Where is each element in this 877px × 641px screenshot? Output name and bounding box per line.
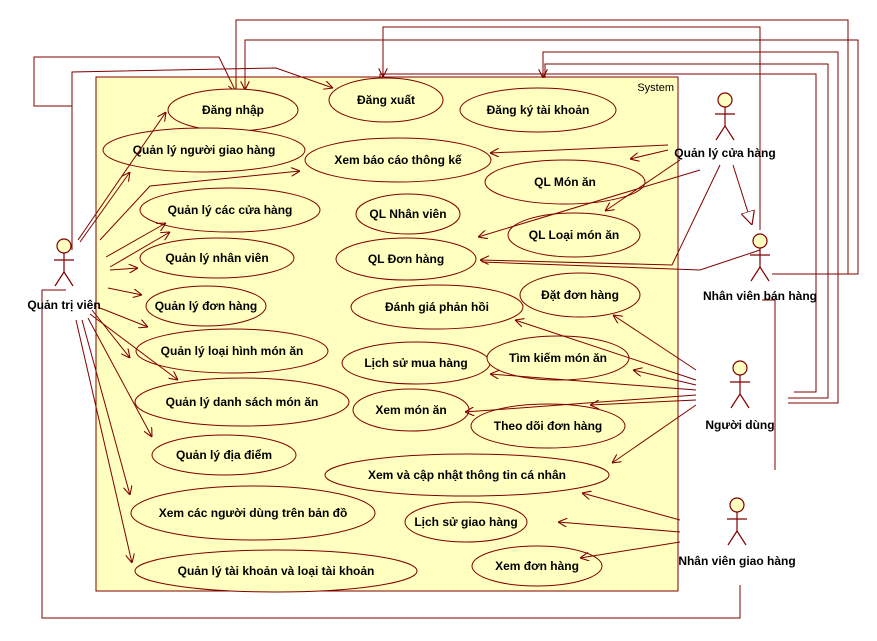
use-case-ellipse	[324, 453, 610, 497]
use-case-view-orders: Xem đơn hàng	[471, 545, 603, 587]
actor-admin: Quản trị viên	[27, 238, 101, 312]
use-case-ellipse	[102, 127, 306, 173]
use-case-ql-place: Quản lý địa điểm	[151, 434, 297, 476]
use-case-ql-nv: QL Nhân viên	[355, 193, 461, 235]
use-case-label: Quản lý tài khoản và loại tài khoản	[178, 564, 375, 578]
use-case-ql-loaihinh: Quản lý loại hình món ăn	[135, 328, 329, 374]
use-case-ellipse	[459, 87, 617, 133]
use-case-label: Xem và cập nhật thông tin cá nhân	[368, 468, 566, 482]
use-case-label: Lịch sử mua hàng	[364, 356, 467, 370]
use-case-logout: Đăng xuất	[328, 77, 444, 123]
use-case-label: Quản lý người giao hàng	[133, 143, 276, 157]
use-case-ql-shipper: Quản lý người giao hàng	[102, 127, 306, 173]
use-case-ellipse	[134, 549, 418, 593]
use-case-ellipse	[130, 485, 376, 541]
use-case-ellipse	[507, 212, 641, 258]
use-case-ellipse	[139, 187, 321, 233]
actor-figure-icon	[715, 92, 735, 141]
use-case-label: QL Món ăn	[534, 175, 596, 189]
use-case-place-order: Đặt đơn hàng	[519, 272, 641, 318]
use-case-track-order: Theo dõi đơn hàng	[470, 403, 626, 449]
use-case-ql-staff: Quản lý nhân viên	[139, 237, 295, 279]
use-case-report: Xem báo cáo thông kế	[304, 137, 492, 183]
use-case-login: Đăng nhập	[167, 88, 299, 132]
use-case-label: Quản lý đơn hàng	[155, 299, 258, 313]
actor-label: Người dùng	[705, 418, 774, 432]
actor-label: Quản lý cửa hàng	[674, 146, 775, 160]
use-case-label: Xem đơn hàng	[495, 559, 579, 573]
use-case-label: Tìm kiếm món ăn	[509, 351, 607, 365]
actor-label: Quản trị viên	[27, 298, 100, 312]
use-case-view-food: Xem món ăn	[352, 388, 470, 432]
actor-store: Quản lý cửa hàng	[674, 92, 776, 160]
use-case-label: Đặt đơn hàng	[541, 288, 619, 302]
use-case-label: QL Đơn hàng	[368, 252, 444, 266]
use-case-map-users: Xem các người dùng trên bản đồ	[130, 485, 376, 541]
use-case-ellipse	[519, 272, 641, 318]
use-case-label: Quản lý địa điểm	[176, 448, 272, 462]
use-case-ellipse	[335, 237, 477, 281]
use-case-label: Quản lý danh sách món ăn	[166, 395, 319, 409]
use-case-label: QL Loại món ăn	[529, 228, 619, 242]
use-case-ellipse	[135, 328, 329, 374]
use-case-ql-orders: Quản lý đơn hàng	[145, 285, 267, 327]
use-case-ellipse	[151, 434, 297, 476]
use-case-ellipse	[350, 284, 524, 330]
use-case-label: QL Nhân viên	[369, 207, 446, 221]
use-case-label: Đăng ký tài khoản	[487, 103, 590, 117]
use-case-feedback: Đánh giá phản hồi	[350, 284, 524, 330]
actor-figure-icon	[730, 360, 750, 409]
use-case-register: Đăng ký tài khoản	[459, 87, 617, 133]
associations	[75, 112, 761, 563]
use-case-label: Xem báo cáo thông kế	[334, 153, 462, 167]
actor-user: Người dùng	[705, 360, 775, 432]
use-case-label: Đăng nhập	[202, 103, 264, 117]
use-case-ql-order: QL Đơn hàng	[335, 237, 477, 281]
use-case-label: Theo dõi đơn hàng	[494, 419, 603, 433]
actor-figure-icon	[54, 238, 74, 287]
actor-sales: Nhân viên bán hàng	[703, 233, 817, 303]
use-case-profile: Xem và cập nhật thông tin cá nhân	[324, 453, 610, 497]
use-case-label: Đánh giá phản hồi	[385, 300, 489, 314]
use-case-ellipse	[139, 237, 295, 279]
use-case-ql-monan: QL Món ăn	[484, 159, 646, 205]
use-case-ellipse	[484, 159, 646, 205]
actor-figure-icon	[750, 233, 770, 282]
use-case-history-buy: Lịch sử mua hàng	[341, 341, 491, 385]
use-case-label: Quản lý các cửa hàng	[168, 203, 293, 217]
use-case-ellipse	[134, 377, 350, 427]
use-case-search-food: Tìm kiếm món ăn	[486, 335, 630, 381]
actor-figure-icon	[727, 497, 747, 546]
use-case-label: Quản lý nhân viên	[165, 251, 268, 265]
outer-association-lines	[33, 19, 859, 619]
use-case-ellipse	[328, 77, 444, 123]
use-case-ellipse	[145, 285, 267, 327]
use-case-label: Quản lý loại hình món ăn	[161, 344, 304, 358]
actor-delivery: Nhân viên giao hàng	[678, 497, 796, 568]
use-case-ellipse	[470, 403, 626, 449]
use-case-ql-loaimon: QL Loại món ăn	[507, 212, 641, 258]
use-case-ellipse	[404, 501, 528, 543]
actor-label: Nhân viên giao hàng	[678, 554, 795, 568]
use-case-ellipse	[471, 545, 603, 587]
use-case-ellipse	[304, 137, 492, 183]
use-case-label: Lịch sử giao hàng	[414, 515, 517, 529]
use-case-label: Xem các người dùng trên bản đồ	[159, 506, 348, 520]
use-case-ellipse	[355, 193, 461, 235]
use-case-history-ship: Lịch sử giao hàng	[404, 501, 528, 543]
actor-label: Nhân viên bán hàng	[703, 289, 817, 303]
use-case-ql-stores: Quản lý các cửa hàng	[139, 187, 321, 233]
use-case-ql-account: Quản lý tài khoản và loại tài khoản	[134, 549, 418, 593]
system-title: System	[637, 82, 674, 94]
use-case-label: Xem món ăn	[375, 403, 446, 417]
use-case-label: Đăng xuất	[357, 93, 415, 107]
use-case-ql-dsmon: Quản lý danh sách món ăn	[134, 377, 350, 427]
